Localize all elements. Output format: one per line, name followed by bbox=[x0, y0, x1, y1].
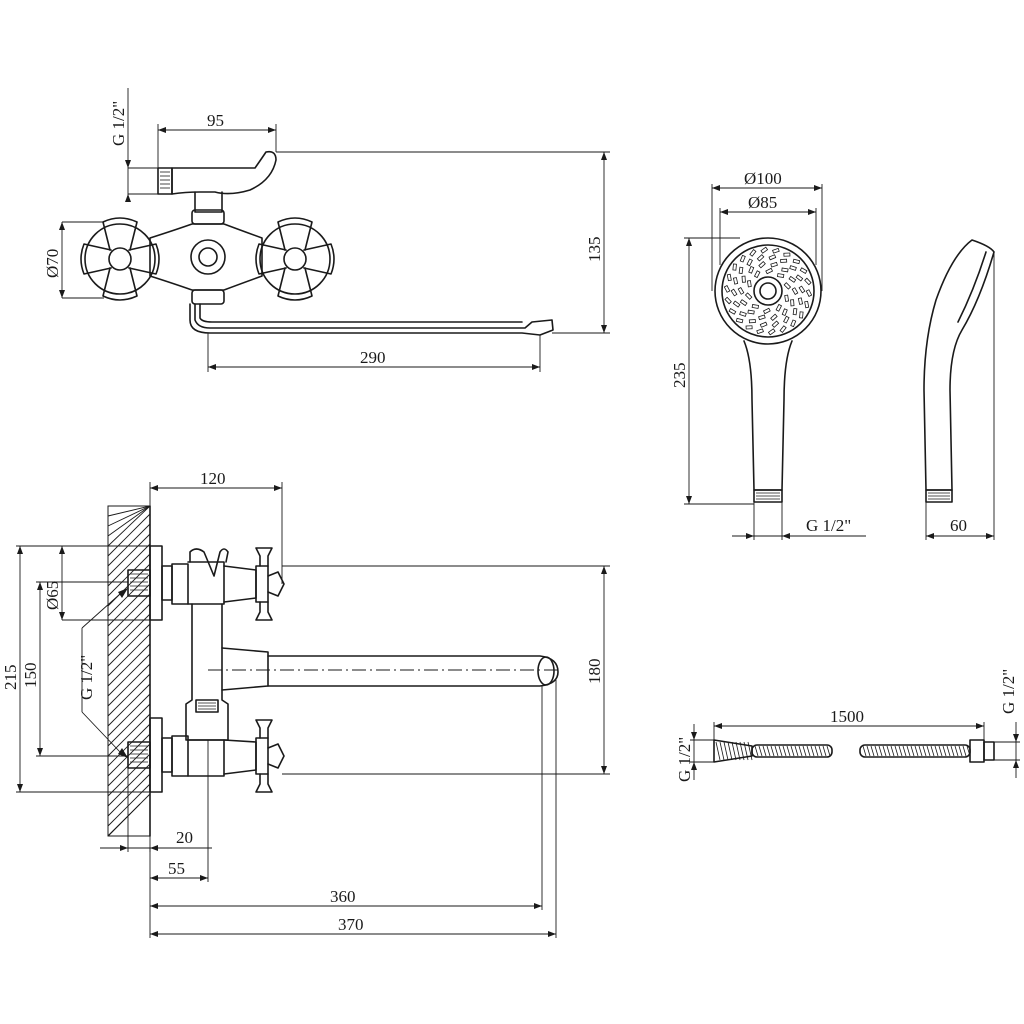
top-spout bbox=[189, 303, 554, 336]
hose-length-label: 1500 bbox=[830, 707, 864, 726]
upper-connection bbox=[127, 545, 285, 621]
dim-55-label: 55 bbox=[168, 859, 185, 878]
dim-370-label: 370 bbox=[338, 915, 364, 934]
shower-depth-label: 60 bbox=[950, 516, 967, 535]
dim-20-label: 20 bbox=[176, 828, 193, 847]
dim-135-label: 135 bbox=[585, 237, 604, 263]
handle-diameter-label: Ø70 bbox=[43, 249, 62, 278]
dim-290-label: 290 bbox=[360, 348, 386, 367]
shower-thread-label: G 1/2" bbox=[806, 516, 851, 535]
shower-hose: 1500 G 1/2" G 1/2" bbox=[675, 669, 1020, 782]
hand-shower: Ø100 Ø85 235 G 1/2" 60 bbox=[670, 169, 995, 540]
diverter-body bbox=[185, 603, 229, 741]
hose-thread-left-label: G 1/2" bbox=[675, 737, 694, 782]
dim-95-label: 95 bbox=[207, 111, 224, 130]
front-view: 120 215 150 Ø65 G 1/2" 180 bbox=[1, 469, 610, 938]
shower-outer-diameter-label: Ø100 bbox=[744, 169, 782, 188]
shower-handle bbox=[743, 340, 793, 491]
top-thread-label: G 1/2" bbox=[109, 101, 128, 146]
left-handle-top bbox=[80, 217, 160, 301]
right-handle-top bbox=[255, 217, 335, 301]
shower-nozzles bbox=[723, 246, 813, 336]
hose-thread-right-label: G 1/2" bbox=[999, 669, 1018, 714]
lower-connection bbox=[127, 717, 285, 793]
shower-inner-diameter-label: Ø85 bbox=[748, 193, 777, 212]
dim-150-label: 150 bbox=[21, 663, 40, 689]
top-body bbox=[149, 223, 263, 291]
shower-length-label: 235 bbox=[670, 363, 689, 389]
dim-215-label: 215 bbox=[1, 665, 20, 691]
dim-360-label: 360 bbox=[330, 887, 356, 906]
dim-120-label: 120 bbox=[200, 469, 226, 488]
top-view: G 1/2" 95 135 Ø70 290 bbox=[43, 88, 610, 372]
shower-side-view bbox=[923, 239, 995, 491]
dim-180-label: 180 bbox=[585, 659, 604, 685]
front-spout bbox=[221, 647, 269, 691]
wall-hatching bbox=[107, 505, 151, 837]
diverter-lever bbox=[171, 150, 277, 195]
front-thread-label: G 1/2" bbox=[77, 655, 96, 700]
flange-diameter-label: Ø65 bbox=[43, 581, 62, 610]
top-thread-stub bbox=[157, 167, 173, 195]
